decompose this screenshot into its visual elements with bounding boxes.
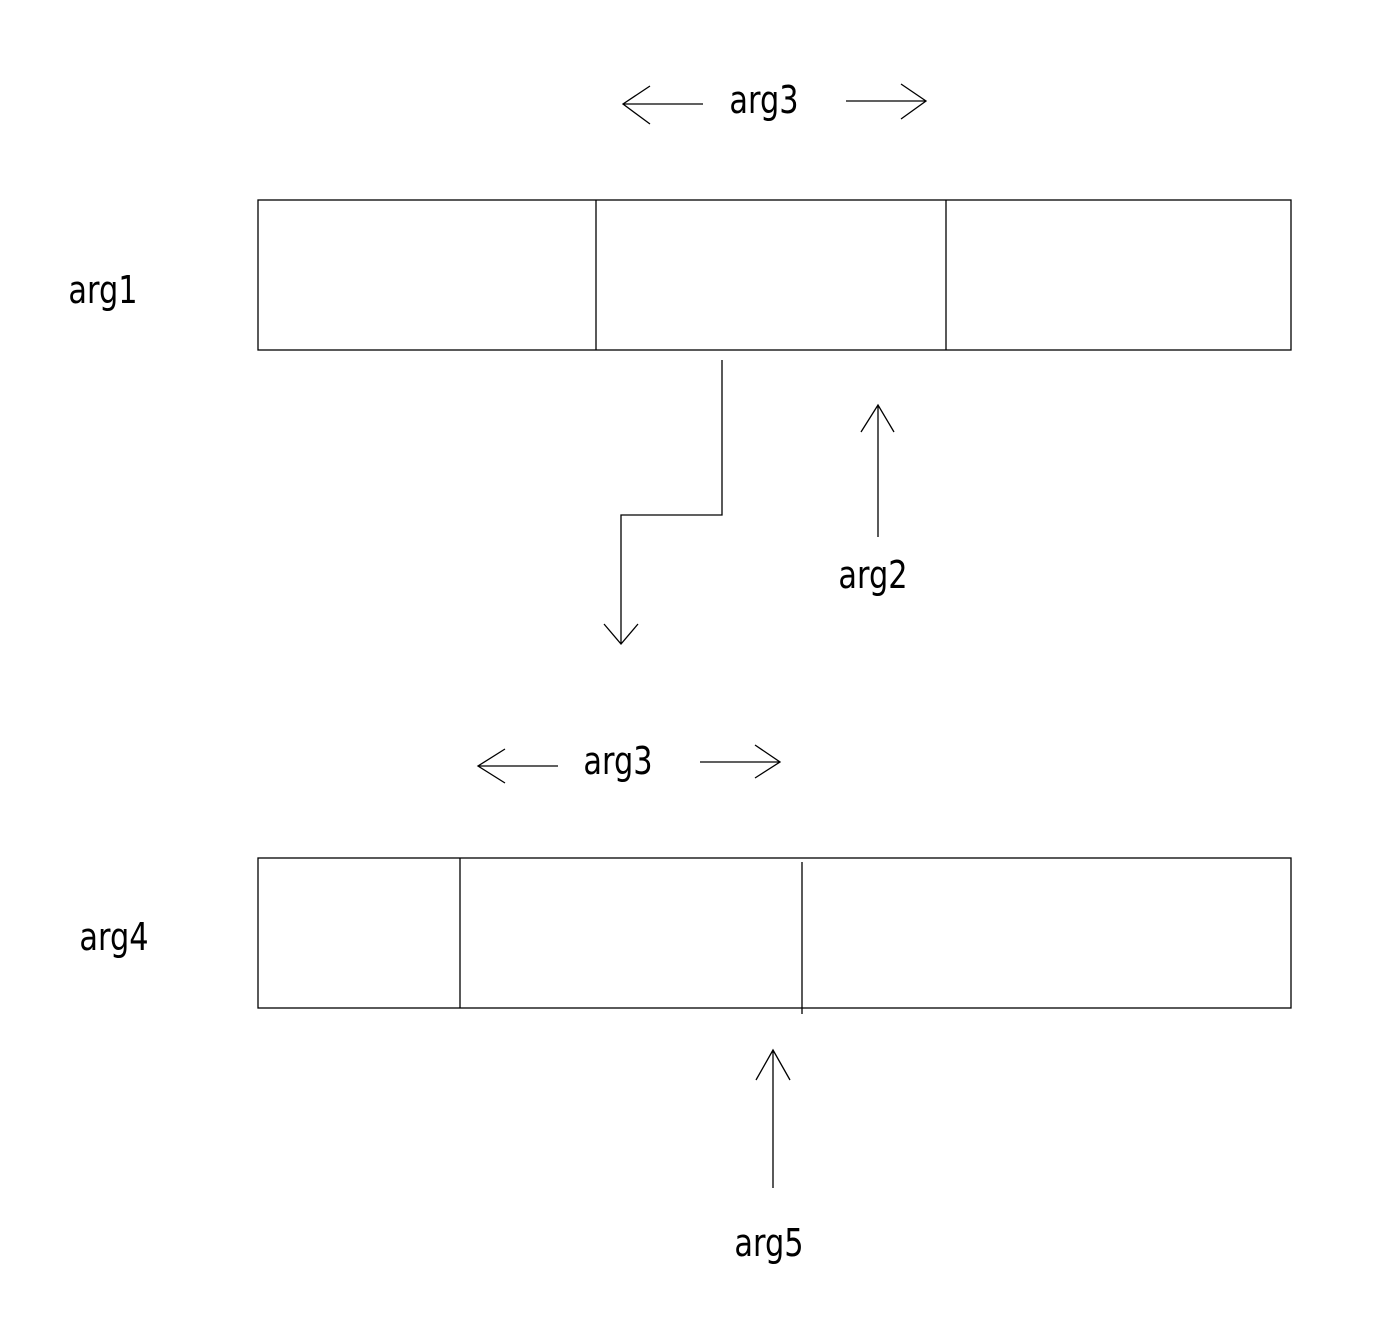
bottom-width-right-arrow xyxy=(700,744,782,779)
bottom-pointer-arrow xyxy=(755,1048,791,1188)
bottom-pointer-label: arg5 xyxy=(734,1222,803,1266)
copy-connector-arrow xyxy=(603,360,723,646)
top-array-outline xyxy=(257,199,1292,351)
bottom-array-outline xyxy=(257,857,1292,1009)
top-pointer-arrow xyxy=(860,403,895,537)
top-array-label: arg1 xyxy=(68,269,137,313)
bottom-array xyxy=(257,857,1292,1014)
bottom-width-indicator: arg3 xyxy=(476,740,782,784)
bottom-array-label: arg4 xyxy=(79,916,148,960)
top-array xyxy=(257,199,1292,351)
top-pointer-label: arg2 xyxy=(838,554,907,598)
top-width-indicator: arg3 xyxy=(621,79,928,125)
top-width-right-arrow xyxy=(846,83,928,120)
top-width-label: arg3 xyxy=(729,79,798,123)
bottom-width-label: arg3 xyxy=(583,740,652,784)
top-pointer: arg2 xyxy=(838,403,908,598)
top-width-left-arrow xyxy=(621,85,703,125)
bottom-pointer: arg5 xyxy=(734,1048,804,1266)
bottom-width-left-arrow xyxy=(476,748,558,784)
